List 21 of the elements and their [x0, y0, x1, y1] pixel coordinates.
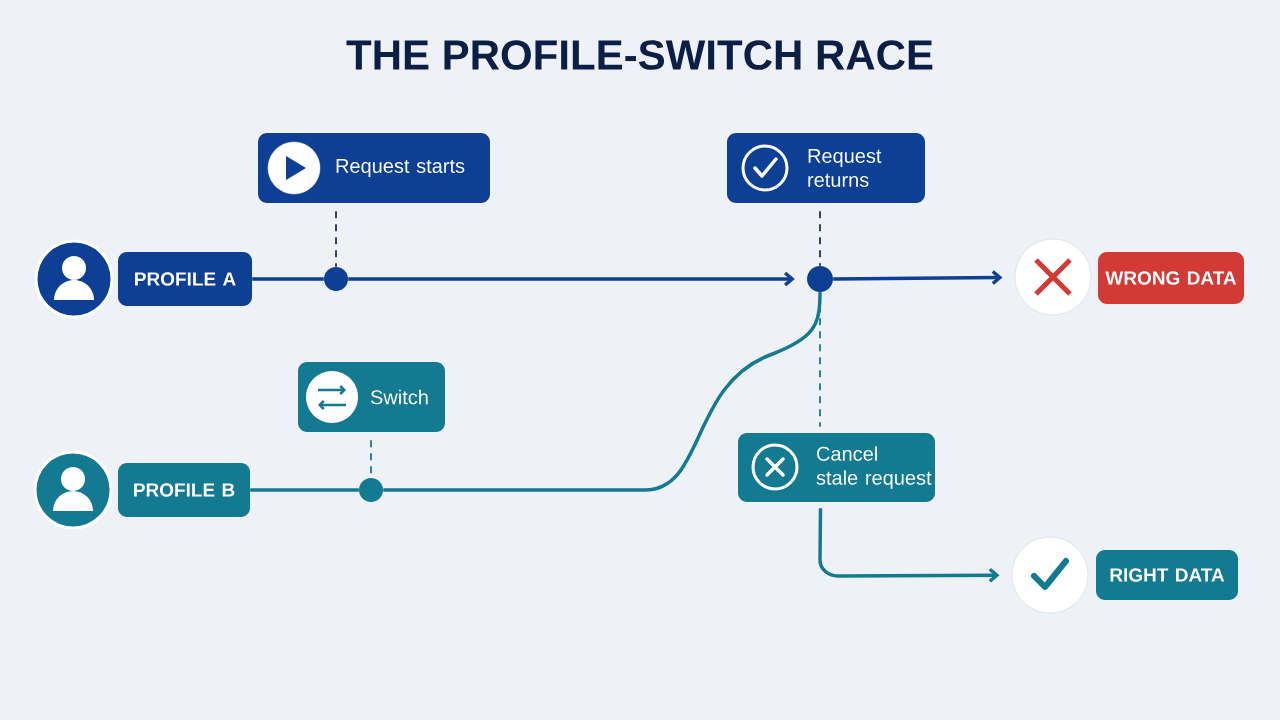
junction-dot: [324, 267, 348, 291]
status-circle: [1014, 238, 1092, 316]
arrow: [348, 271, 795, 287]
junction-dot: [359, 478, 383, 502]
connector-line: [252, 277, 324, 281]
step-box: Cancel stale request: [738, 433, 935, 502]
label-box: PROFILE A: [118, 252, 252, 306]
arrow: [833, 270, 1003, 285]
status-circle: [1011, 536, 1089, 614]
label-box: RIGHT DATA: [1096, 550, 1238, 600]
junction-dot: [807, 266, 833, 292]
connector-line: [383, 292, 822, 492]
connector-line: [335, 210, 337, 268]
arrow: [818, 508, 1000, 583]
label-box: WRONG DATA: [1098, 252, 1244, 304]
label-box: PROFILE B: [118, 463, 250, 517]
title: THE PROFILE-SWITCH RACE: [346, 40, 933, 70]
connector-line: [819, 291, 821, 428]
connector-line: [250, 488, 359, 492]
connector-line: [819, 210, 821, 267]
step-box: Request returns: [727, 133, 925, 203]
